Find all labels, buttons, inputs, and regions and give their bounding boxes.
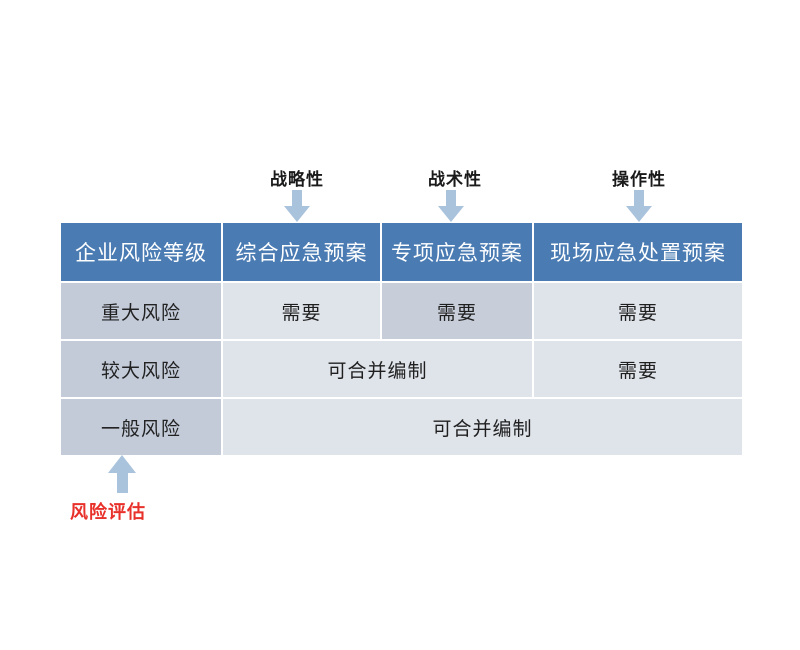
- header-cell-risk-level: 企业风险等级: [60, 222, 222, 282]
- cell-general-merged-plan: 可合并编制: [222, 398, 743, 456]
- arrow-shaft: [292, 190, 302, 207]
- annotation-label-tactical: 战术性: [428, 170, 482, 190]
- table-body: 重大风险 需要 需要 需要 较大风险 可合并编制 需要 一般风险 可合并编制: [60, 282, 743, 456]
- annotation-label-operational: 操作性: [612, 170, 666, 190]
- annotation-label-strategic: 战略性: [270, 170, 324, 190]
- arrow-shaft: [117, 472, 128, 493]
- risk-assessment-caption: 风险评估: [70, 502, 146, 523]
- arrow-shaft: [634, 190, 644, 207]
- table-header-row: 企业风险等级 综合应急预案 专项应急预案 现场应急处置预案: [60, 222, 743, 282]
- risk-plan-matrix-table: 企业风险等级 综合应急预案 专项应急预案 现场应急处置预案 重大风险 需要 需要…: [60, 222, 743, 456]
- arrow-head: [284, 206, 310, 222]
- table-row: 重大风险 需要 需要 需要: [60, 282, 743, 340]
- header-cell-comprehensive-plan: 综合应急预案: [222, 222, 381, 282]
- table-row: 一般风险 可合并编制: [60, 398, 743, 456]
- cell-relmajor-merged-plan: 可合并编制: [222, 340, 533, 398]
- header-cell-special-plan: 专项应急预案: [381, 222, 533, 282]
- row-header-major-risk: 重大风险: [60, 282, 222, 340]
- header-cell-onsite-plan: 现场应急处置预案: [533, 222, 743, 282]
- row-header-relatively-major-risk: 较大风险: [60, 340, 222, 398]
- arrow-up-icon: [108, 455, 136, 493]
- cell-major-onsite: 需要: [533, 282, 743, 340]
- arrow-down-icon: [438, 190, 464, 222]
- arrow-head: [626, 206, 652, 222]
- cell-relmajor-onsite: 需要: [533, 340, 743, 398]
- cell-major-special: 需要: [381, 282, 533, 340]
- cell-major-comprehensive: 需要: [222, 282, 381, 340]
- table-header: 企业风险等级 综合应急预案 专项应急预案 现场应急处置预案: [60, 222, 743, 282]
- arrow-down-icon: [284, 190, 310, 222]
- arrow-head: [438, 206, 464, 222]
- arrow-head: [108, 455, 136, 473]
- arrow-shaft: [446, 190, 456, 207]
- row-header-general-risk: 一般风险: [60, 398, 222, 456]
- table-row: 较大风险 可合并编制 需要: [60, 340, 743, 398]
- arrow-down-icon: [626, 190, 652, 222]
